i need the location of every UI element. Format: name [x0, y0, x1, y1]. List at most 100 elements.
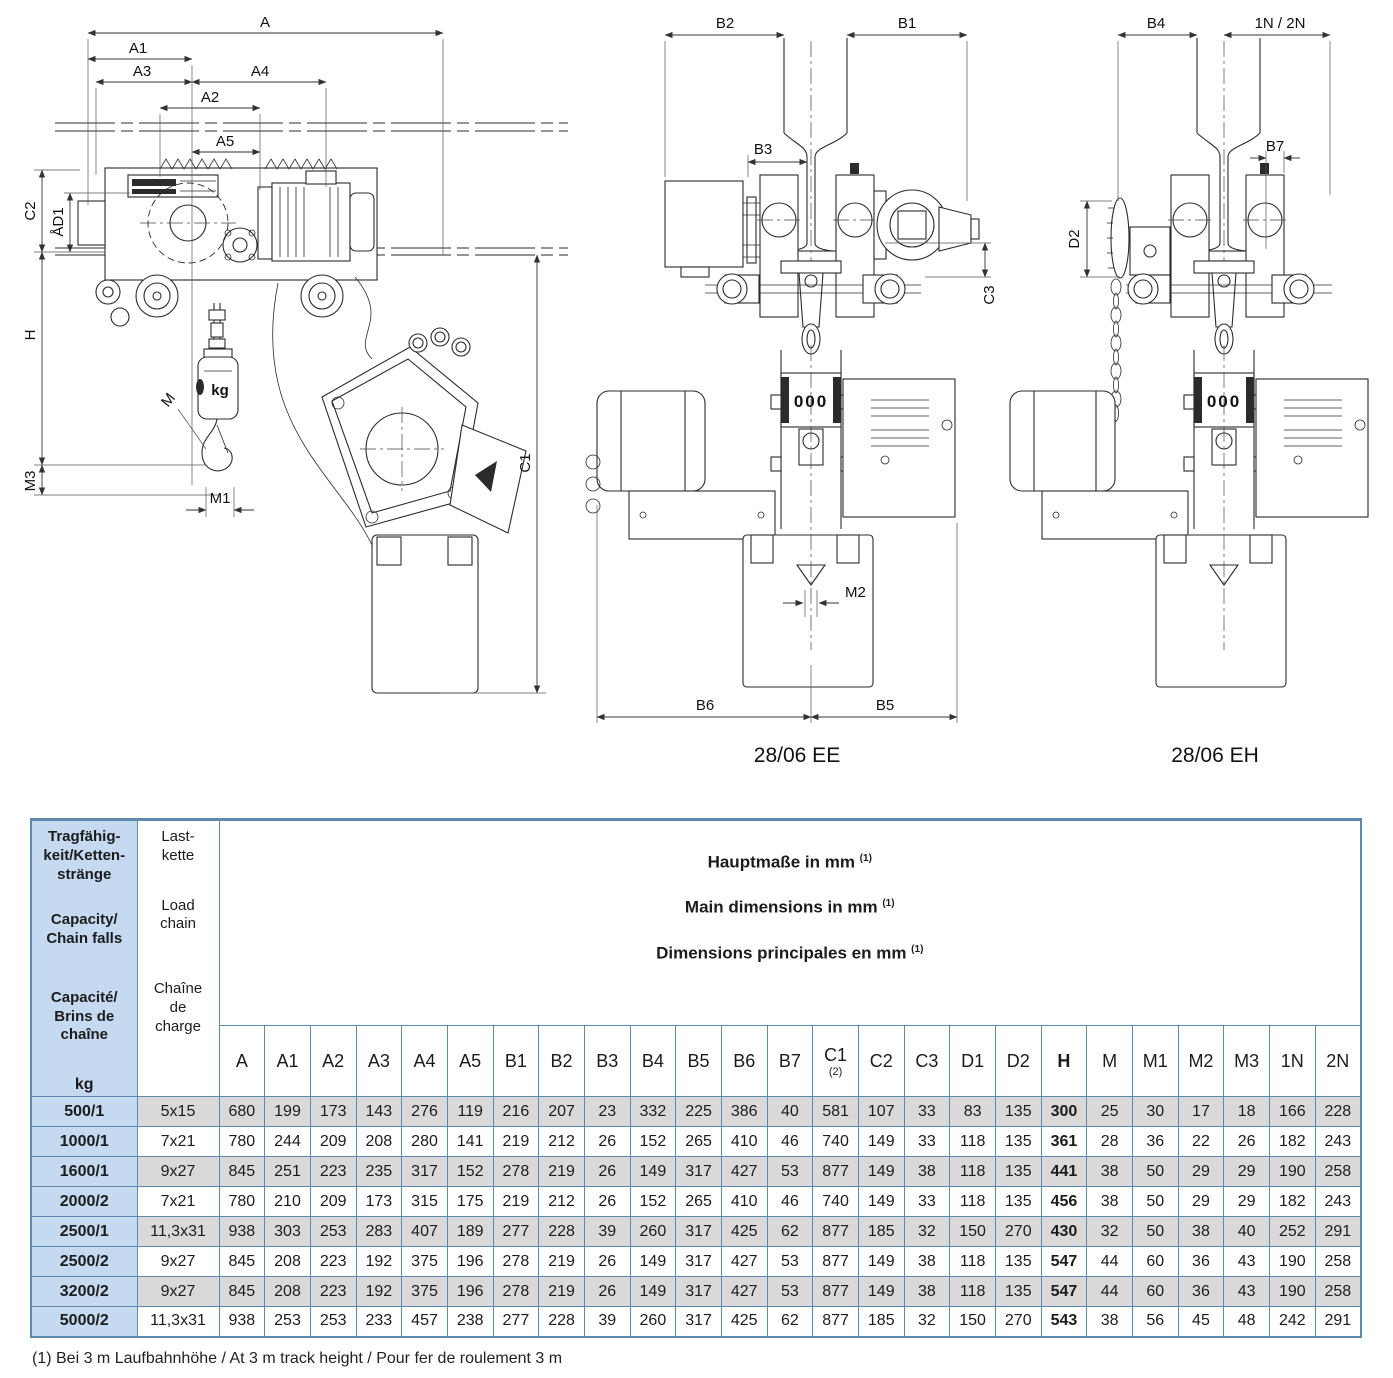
- cell-C1: 740: [812, 1186, 859, 1217]
- cell-A: 938: [218, 1216, 266, 1247]
- travel-motor: [271, 182, 351, 262]
- counterweight: [664, 180, 744, 268]
- cell-M2: 38: [1177, 1216, 1225, 1247]
- cell-M2: 45: [1177, 1306, 1225, 1337]
- cell-1N: 190: [1268, 1276, 1316, 1307]
- cell-A3: 208: [355, 1126, 403, 1157]
- cell-A2: 223: [309, 1156, 357, 1187]
- cell-M3: 43: [1223, 1246, 1270, 1277]
- cell-C2: 107: [857, 1096, 905, 1127]
- column-header-B1: B1: [492, 1025, 540, 1097]
- cell-C2: 149: [857, 1186, 905, 1217]
- cell-M3: 48: [1223, 1306, 1270, 1337]
- dim-label-A5: A5: [216, 133, 234, 150]
- cell-A3: 143: [355, 1096, 403, 1127]
- cell-M2: 36: [1177, 1276, 1225, 1307]
- trolley-plate: [759, 174, 799, 318]
- cell-B7: 40: [766, 1096, 814, 1127]
- cell-B4: 149: [629, 1246, 677, 1277]
- cell-D1: 118: [949, 1186, 996, 1217]
- cell-1N: 252: [1268, 1216, 1316, 1247]
- cell-A4: 375: [401, 1246, 448, 1277]
- row-capacity: 5000/2: [30, 1306, 138, 1337]
- dimensions-table: Tragfähig- keit/Ketten- stränge Capacity…: [30, 818, 1362, 1338]
- dim-label-1N2N: 1N / 2N: [1255, 15, 1306, 32]
- cell-C2: 185: [857, 1306, 905, 1337]
- column-header-A5: A5: [446, 1025, 494, 1097]
- cell-B4: 152: [629, 1126, 677, 1157]
- dim-label-B3: B3: [754, 141, 772, 158]
- cell-B3: 26: [583, 1126, 631, 1157]
- cell-M: 44: [1086, 1246, 1133, 1277]
- column-header-C2: C2: [857, 1025, 905, 1097]
- cell-B7: 53: [766, 1156, 814, 1187]
- cell-B7: 53: [766, 1246, 814, 1277]
- column-header-B5: B5: [675, 1025, 722, 1097]
- dim-label-C1: C1: [517, 453, 534, 472]
- cell-2N: 243: [1314, 1186, 1362, 1217]
- cell-D1: 118: [949, 1156, 996, 1187]
- cell-B5: 265: [675, 1126, 722, 1157]
- cell-M1: 56: [1131, 1306, 1179, 1337]
- cell-M1: 50: [1131, 1156, 1179, 1187]
- capacity-header-cell: Tragfähig- keit/Ketten- stränge Capacity…: [30, 819, 138, 1097]
- cell-C1: 581: [812, 1096, 859, 1127]
- table-title-de: Hauptmaße in mm (1): [707, 852, 872, 872]
- cell-B2: 219: [538, 1156, 585, 1187]
- cell-A4: 280: [401, 1126, 448, 1157]
- cell-A5: 152: [446, 1156, 494, 1187]
- cell-2N: 291: [1314, 1306, 1362, 1337]
- kg-label: kg: [211, 382, 229, 399]
- cell-A2: 253: [309, 1306, 357, 1337]
- cell-H: 361: [1040, 1126, 1088, 1157]
- dim-label-B5: B5: [876, 697, 894, 714]
- cell-B2: 219: [538, 1246, 585, 1277]
- cell-M: 32: [1086, 1216, 1133, 1247]
- sheave: [135, 274, 179, 318]
- cell-C3: 38: [903, 1246, 951, 1277]
- column-header-M3: M3: [1223, 1025, 1270, 1097]
- cell-D1: 118: [949, 1246, 996, 1277]
- cell-B7: 46: [766, 1186, 814, 1217]
- cell-H: 430: [1040, 1216, 1088, 1247]
- rack-teeth: [159, 158, 233, 170]
- cell-B4: 149: [629, 1276, 677, 1307]
- cell-A5: 175: [446, 1186, 494, 1217]
- cell-A2: 223: [309, 1276, 357, 1307]
- chain-header-en: Load chain: [160, 896, 196, 933]
- cell-D1: 118: [949, 1276, 996, 1307]
- cell-C1: 877: [812, 1216, 859, 1247]
- cell-M3: 26: [1223, 1126, 1270, 1157]
- dim-label-C2: C2: [22, 201, 39, 220]
- cell-C3: 32: [903, 1216, 951, 1247]
- cell-D1: 83: [949, 1096, 996, 1127]
- display-value: 000: [794, 392, 828, 411]
- cell-C2: 185: [857, 1216, 905, 1247]
- dim-label-B1: B1: [898, 15, 916, 32]
- chain-container: [1155, 534, 1287, 688]
- cell-C1: 877: [812, 1306, 859, 1337]
- cell-M1: 60: [1131, 1246, 1179, 1277]
- cell-M3: 29: [1223, 1186, 1270, 1217]
- chain-header-de: Last- kette: [161, 828, 195, 864]
- cell-A: 845: [218, 1156, 266, 1187]
- cell-M: 38: [1086, 1306, 1133, 1337]
- cell-B4: 260: [629, 1216, 677, 1247]
- cell-A4: 317: [401, 1156, 448, 1187]
- column-header-B4: B4: [629, 1025, 677, 1097]
- cell-B5: 317: [675, 1306, 722, 1337]
- column-header-A3: A3: [355, 1025, 403, 1097]
- cell-1N: 166: [1268, 1096, 1316, 1127]
- cell-A: 780: [218, 1126, 266, 1157]
- cell-B1: 216: [492, 1096, 540, 1127]
- row-capacity: 500/1: [30, 1096, 138, 1127]
- dim-label-B4: B4: [1147, 15, 1165, 32]
- capacity-header-de: Tragfähig- keit/Ketten- stränge: [43, 828, 126, 883]
- row-chain: 9x27: [136, 1276, 220, 1307]
- cell-A1: 208: [264, 1246, 311, 1277]
- cell-C1: 877: [812, 1246, 859, 1277]
- cell-B6: 427: [720, 1276, 768, 1307]
